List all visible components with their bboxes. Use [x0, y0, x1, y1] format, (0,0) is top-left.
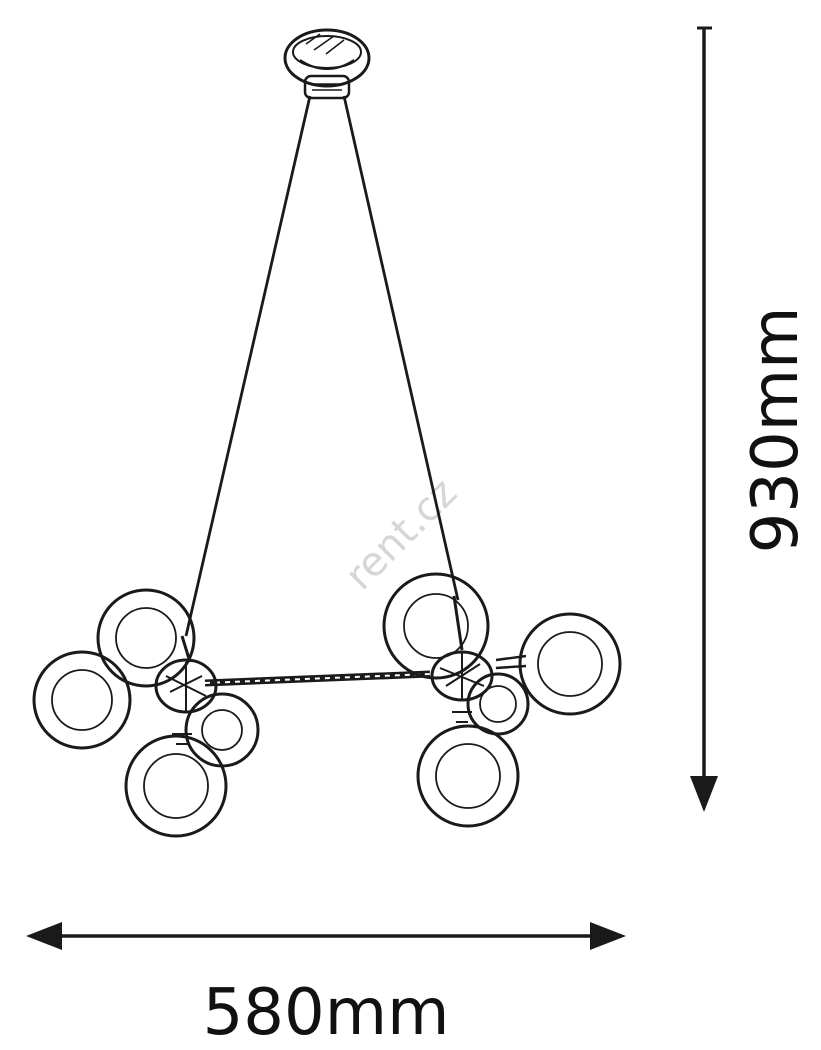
connecting-bar	[204, 670, 431, 687]
height-dimension: 930mm	[690, 26, 813, 812]
right-light-cluster	[382, 572, 622, 828]
left-light-cluster	[32, 588, 260, 838]
watermark: rent.cz	[337, 470, 466, 599]
suspension-cables	[184, 95, 460, 637]
width-label: 580mm	[203, 976, 450, 1050]
height-label: 930mm	[739, 307, 813, 554]
ceiling-canopy	[283, 28, 371, 100]
arrow-right-icon	[590, 922, 626, 950]
arrow-down-icon	[690, 776, 718, 812]
arrow-left-icon	[26, 922, 62, 950]
width-dimension: 580mm	[26, 922, 626, 1050]
